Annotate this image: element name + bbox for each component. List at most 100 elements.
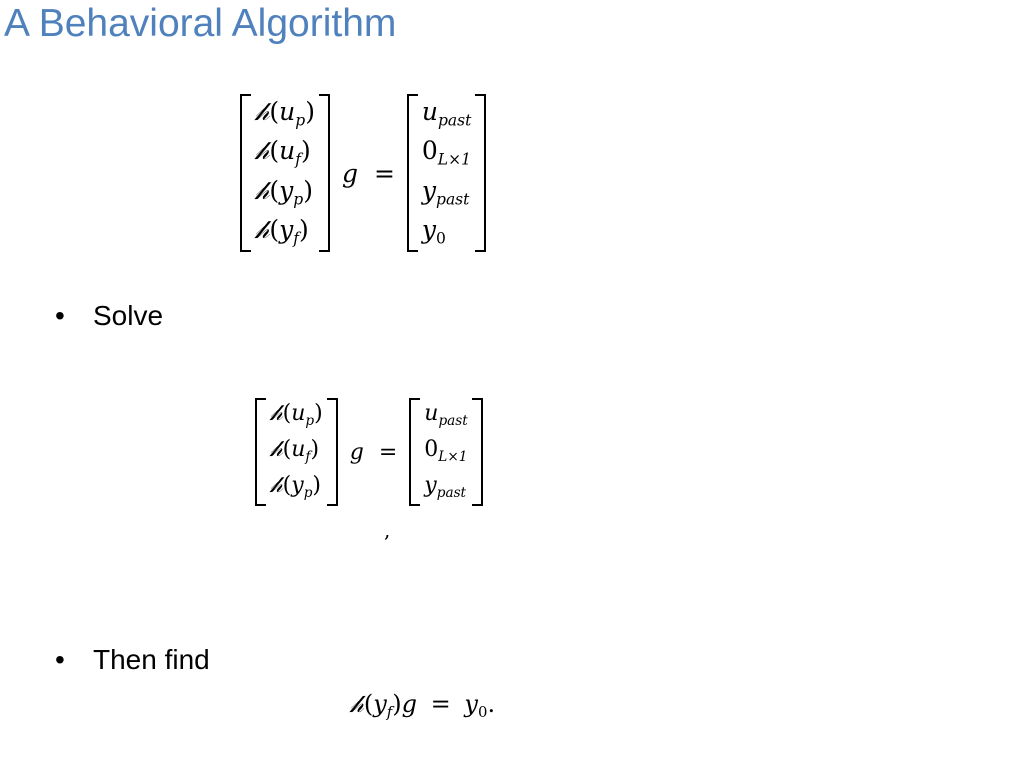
paren-open: ( [269,215,280,245]
hankel-operator-symbol: 𝒽 [255,136,270,166]
vector-entry: 0L×1 [424,439,467,464]
bullet-item-solve: • Solve [55,300,163,332]
output-equation: 𝒽(yf)g = y0. [350,690,495,721]
paren-open: ( [282,437,292,463]
matrix-column: 𝒽(up)𝒽(uf)𝒽(yp) [266,398,327,506]
vector-entry: upast [422,99,471,129]
entry-sub: past [436,485,467,502]
right-bracket [471,398,483,506]
vector-entry: ypast [422,178,471,208]
hankel-entry: 𝒽(up) [270,403,323,428]
paren-close: ) [392,690,402,718]
bullet-item-then-find: • Then find [55,644,210,676]
entry-sub: past [438,111,472,130]
hankel-operator-symbol: 𝒽 [255,96,270,126]
hankel-entry: 𝒽(uf) [255,138,315,168]
left-bracket [240,94,251,252]
entry-sub: f [305,449,311,466]
right-bracket [318,94,330,252]
g-variable: g [341,158,358,188]
entry-sub: L×1 [438,449,468,466]
hankel-operator-symbol: 𝒽 [255,215,270,245]
vector-entry: y0 [422,217,471,247]
entry-base: y [279,215,294,245]
entry-base: y [424,473,437,499]
rhs-sub: 0 [477,703,488,722]
g-equals: g = [330,159,407,188]
paren-open: ( [269,136,280,166]
entry-sub: past [436,190,470,209]
vector-entry: ypast [424,475,467,500]
equation-period: . [487,690,496,718]
entry-base: y [421,175,437,205]
paren-close: ) [312,473,322,499]
equals-sign: = [430,690,451,718]
entry-base: u [279,136,296,166]
matrix-column: 𝒽(up)𝒽(uf)𝒽(yp)𝒽(yf) [251,94,319,252]
paren-close: ) [299,215,309,245]
entry-base: y [291,473,304,499]
equation-comma: , [384,518,391,542]
hankel-operator-symbol: 𝒽 [270,473,283,499]
right-bracket [475,94,487,252]
hankel-operator-symbol: 𝒽 [270,437,283,463]
bullet-text: Then find [93,644,210,675]
g-variable: g [349,439,364,465]
entry-sub: L×1 [437,150,471,169]
left-bracket [409,398,421,506]
rhs-base: y [464,690,478,718]
paren-close: ) [310,437,320,463]
paren-open: ( [269,175,280,205]
right-bracket [326,398,338,506]
entry-base: u [279,96,296,126]
hankel-entry: 𝒽(yf) [255,217,315,247]
entry-base: 0 [424,437,439,463]
bullet-dot: • [55,300,65,331]
bullet-text: Solve [93,300,164,331]
paren-open: ( [363,690,374,718]
g-variable: g [401,690,418,718]
g-equals: g = [338,440,410,465]
equals-sign: = [373,158,395,188]
entry-base: y [421,215,437,245]
paren-close: ) [314,401,323,427]
entry-sub: p [295,111,306,130]
entry-sub: p [305,413,315,430]
left-bracket [406,94,418,252]
paren-close: ) [303,175,313,205]
entry-sub: p [303,485,313,502]
hankel-block-matrix: 𝒽(up)𝒽(uf)𝒽(yp)𝒽(yf) [240,94,330,252]
entry-sub: past [438,413,468,430]
hankel-block-matrix: 𝒽(up)𝒽(uf)𝒽(yp) [255,398,338,506]
entry-base: u [291,401,306,427]
hankel-entry: 𝒽(uf) [270,439,323,464]
paren-open: ( [282,473,292,499]
vector-entry: upast [424,403,467,428]
entry-base: u [421,96,438,126]
hankel-operator-symbol: 𝒽 [270,401,283,427]
hankel-operator-symbol: 𝒽 [255,175,270,205]
equals-sign: = [378,439,398,465]
entry-sub: f [295,150,302,169]
entry-base: 0 [421,136,438,166]
operator-arg-base: y [373,690,387,718]
hankel-entry: 𝒽(yp) [270,475,323,500]
operator-arg-sub: f [386,703,393,722]
entry-base: u [291,437,306,463]
entry-sub: f [293,229,300,248]
entry-sub: p [293,190,304,209]
paren-open: ( [282,401,292,427]
hankel-entry: 𝒽(yp) [255,178,315,208]
paren-close: ) [305,96,315,126]
left-bracket [255,398,266,506]
bullet-dot: • [55,644,65,675]
vector-entry: 0L×1 [422,138,471,168]
entry-base: y [279,175,294,205]
paren-close: ) [301,136,311,166]
